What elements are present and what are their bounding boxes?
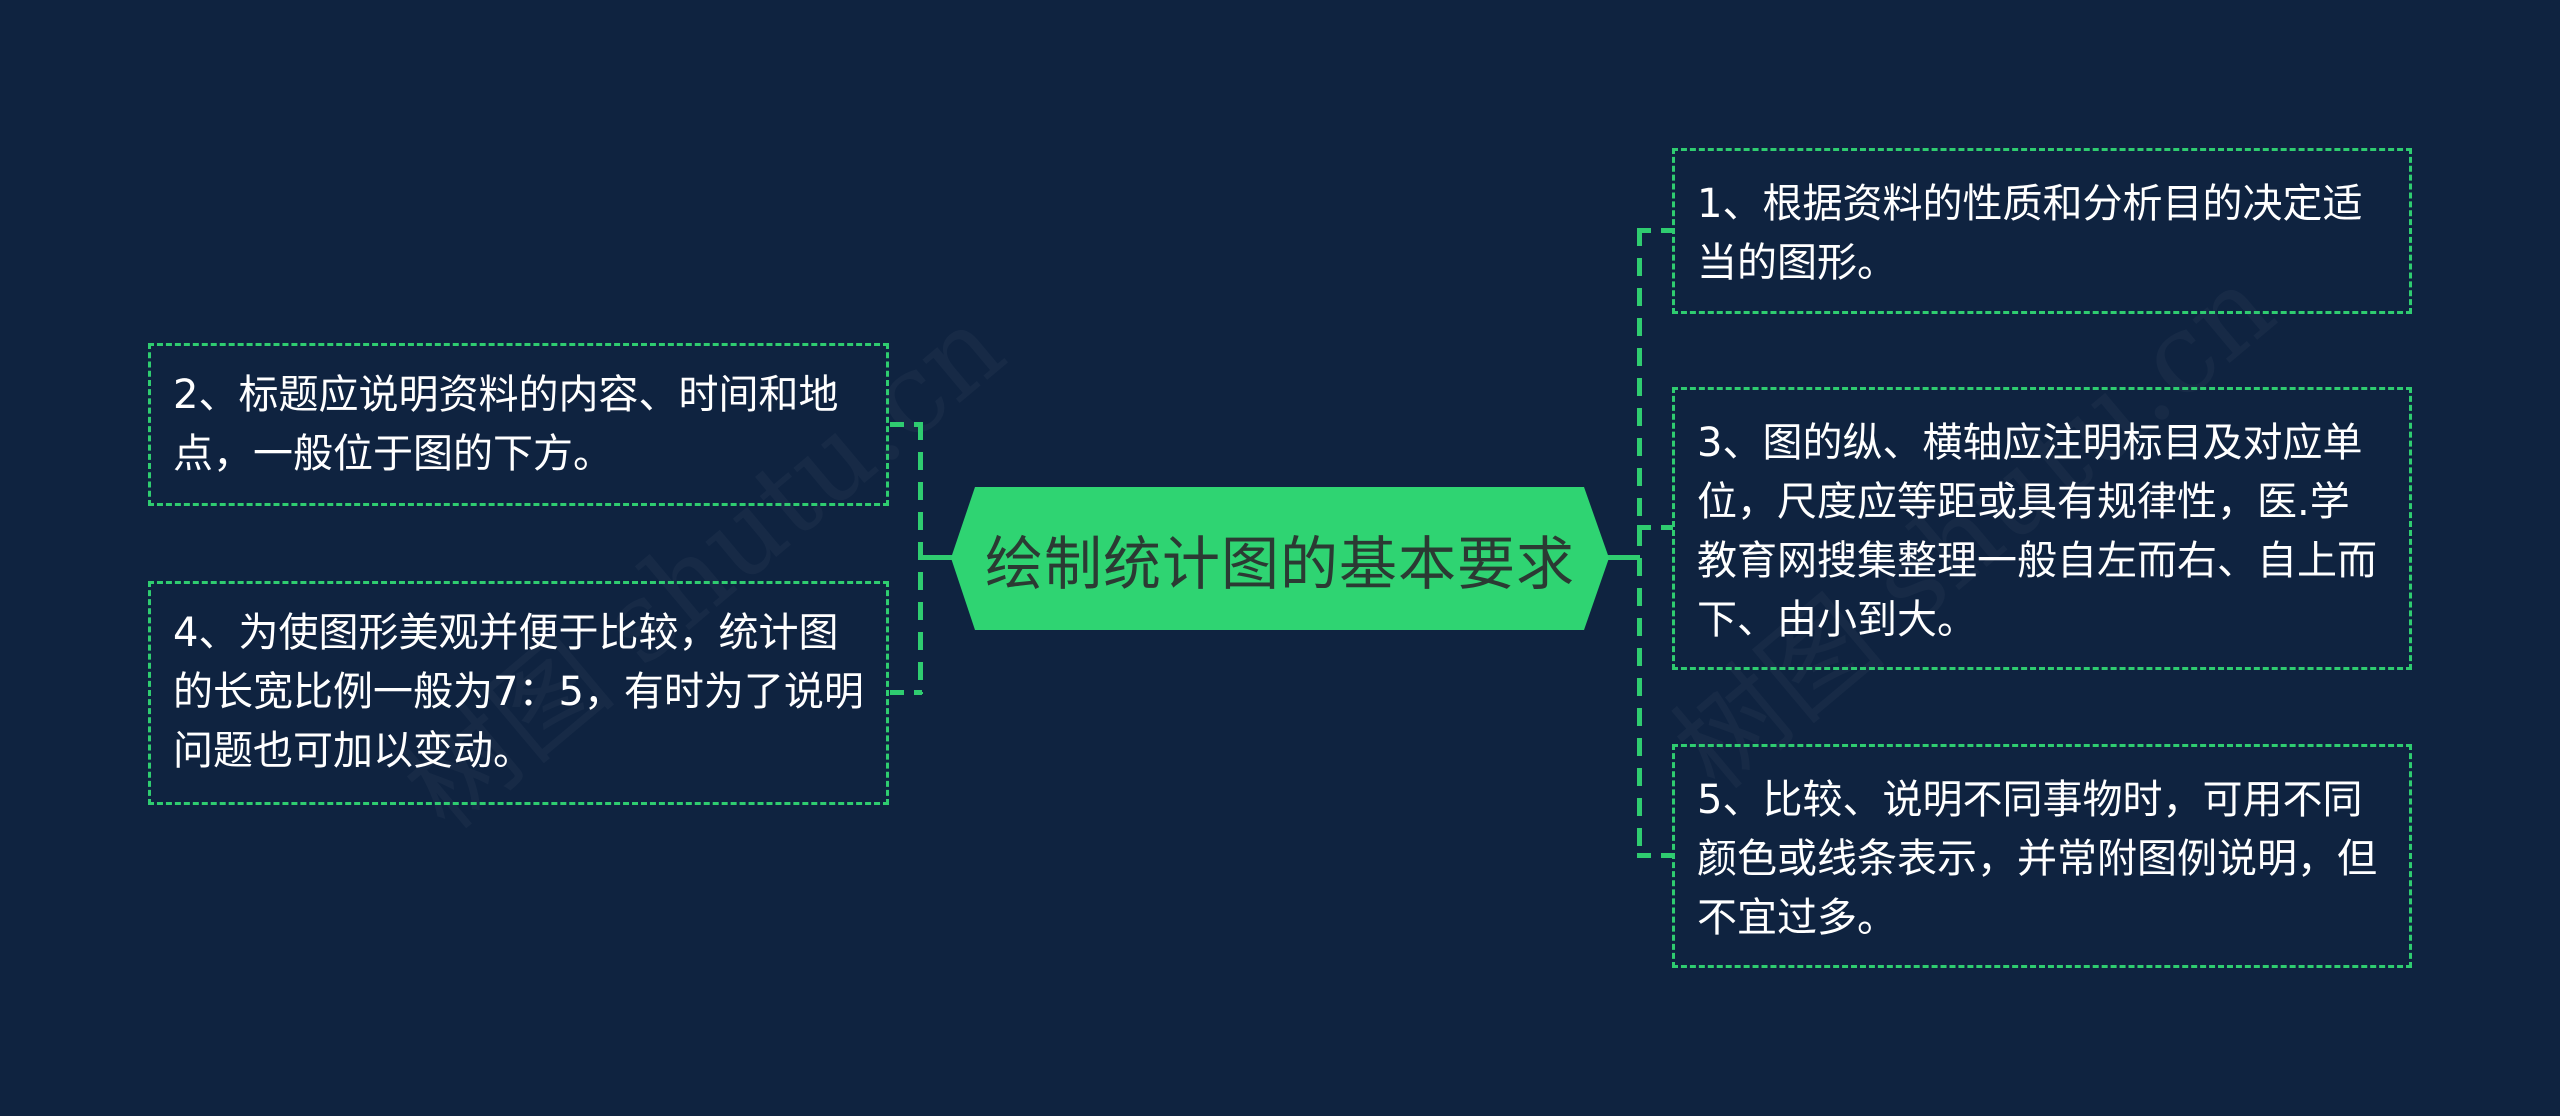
connector-left-n4 [890,690,922,695]
central-topic-label: 绘制统计图的基本要求 [984,529,1575,598]
connector-left-n2 [890,422,922,427]
node-5-text: 5、比较、说明不同事物时，可用不同颜色或线条表示，并常附图例说明，但不宜过多。 [1697,777,2377,941]
node-3-text: 3、图的纵、横轴应注明标目及对应单位，尺度应等距或具有规律性，医.学教育网搜集整… [1697,420,2377,643]
connector-right-n3 [1637,525,1673,530]
node-4[interactable]: 4、为使图形美观并便于比较，统计图的长宽比例一般为7：5，有时为了说明问题也可加… [148,581,889,805]
connector-right-n5 [1637,853,1673,858]
connector-right-n1 [1637,228,1673,233]
connector-left-spine [918,422,923,694]
node-2-text: 2、标题应说明资料的内容、时间和地点，一般位于图的下方。 [173,372,839,477]
connector-center-right [1608,555,1640,560]
central-topic[interactable]: 绘制统计图的基本要求 [951,487,1609,630]
node-1[interactable]: 1、根据资料的性质和分析目的决定适当的图形。 [1672,148,2412,314]
connector-center-left [922,555,952,560]
node-3[interactable]: 3、图的纵、横轴应注明标目及对应单位，尺度应等距或具有规律性，医.学教育网搜集整… [1672,387,2412,670]
node-2[interactable]: 2、标题应说明资料的内容、时间和地点，一般位于图的下方。 [148,343,889,506]
node-4-text: 4、为使图形美观并便于比较，统计图的长宽比例一般为7：5，有时为了说明问题也可加… [173,610,864,774]
node-5[interactable]: 5、比较、说明不同事物时，可用不同颜色或线条表示，并常附图例说明，但不宜过多。 [1672,744,2412,968]
node-1-text: 1、根据资料的性质和分析目的决定适当的图形。 [1697,181,2363,286]
connector-right-spine [1637,228,1642,858]
